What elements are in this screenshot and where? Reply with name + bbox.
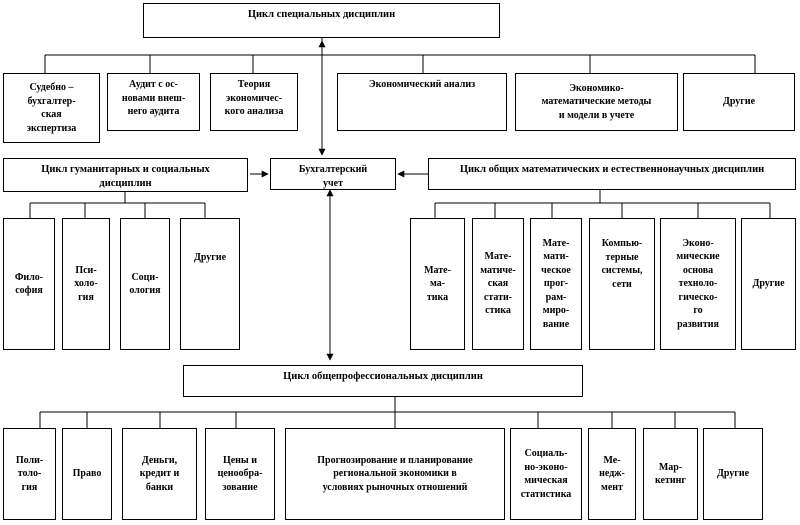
professional-item-regional-forecasting: Прогнозирование и планирование региональ… xyxy=(285,428,505,520)
special-cycle-title: Цикл специальных дисциплин xyxy=(143,3,500,38)
professional-item-law: Право xyxy=(62,428,112,520)
math-item-other: Другие xyxy=(741,218,796,350)
math-item-tech-development: Эконо- мические основа техноло- гическо-… xyxy=(660,218,736,350)
special-item-other: Другие xyxy=(683,73,795,131)
math-item-mathematics: Мате- ма- тика xyxy=(410,218,465,350)
professional-item-politology: Поли- толо- гия xyxy=(3,428,56,520)
math-item-computer-systems: Компью- терные системы, сети xyxy=(589,218,655,350)
professional-item-socioeconomic-statistics: Социаль- но-эконо- мическая статистика xyxy=(510,428,582,520)
humanitarian-item-sociology: Соци- ология xyxy=(120,218,170,350)
professional-cycle-title: Цикл общепрофессиональных дисциплин xyxy=(183,365,583,397)
special-item-forensic-accounting: Судебно – бухгалтер- ская экспертиза xyxy=(3,73,100,143)
special-item-econometric-methods: Экономико- математические методы и модел… xyxy=(515,73,678,131)
central-accounting-box: Бухгалтерский учет xyxy=(270,158,396,190)
professional-item-prices-pricing: Цены и ценообра- зование xyxy=(205,428,275,520)
professional-item-marketing: Мар- кетинг xyxy=(643,428,698,520)
professional-item-money-credit-banks: Деньги, кредит и банки xyxy=(122,428,197,520)
professional-item-other: Другие xyxy=(703,428,763,520)
math-cycle-title: Цикл общих математических и естественнон… xyxy=(428,158,796,190)
math-item-math-programming: Мате- мати- ческое прог- рам- миро- вани… xyxy=(530,218,582,350)
humanitarian-cycle-title: Цикл гуманитарных и социальных дисциплин xyxy=(3,158,248,192)
humanitarian-item-psychology: Пси- холо- гия xyxy=(62,218,110,350)
special-item-economic-analysis: Экономический анализ xyxy=(337,73,507,131)
professional-item-management: Ме- недж- мент xyxy=(588,428,636,520)
special-item-economic-analysis-theory: Теория экономичес- кого анализа xyxy=(210,73,298,131)
special-item-audit: Аудит с ос- новами внеш- него аудита xyxy=(107,73,200,131)
humanitarian-item-other: Другие xyxy=(180,218,240,350)
math-item-statistics: Мате- матиче- ская стати- стика xyxy=(472,218,524,350)
humanitarian-item-philosophy: Фило- софия xyxy=(3,218,55,350)
